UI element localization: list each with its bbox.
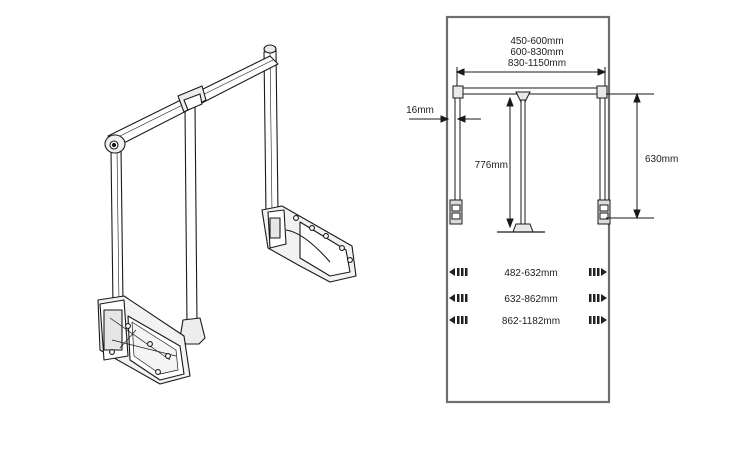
drop-length-label: 776mm xyxy=(475,160,508,171)
drop-rod xyxy=(179,105,206,345)
cabinet-outline xyxy=(445,15,611,404)
schematic-brackets xyxy=(449,199,611,225)
cabinet-width-row-2: 632-862mm xyxy=(449,294,607,305)
arrow-right-icon xyxy=(589,294,607,302)
hanging-rail xyxy=(107,55,279,147)
schematic-drop-rod xyxy=(497,99,545,233)
cabinet-width-label: 862-1182mm xyxy=(502,316,560,327)
bracket-height-dimension xyxy=(606,92,654,220)
left-arm xyxy=(110,147,124,307)
left-bracket xyxy=(97,295,191,385)
arrow-right-icon xyxy=(589,268,607,276)
width-option-1: 450-600mm xyxy=(510,36,563,47)
width-option-3: 830-1150mm xyxy=(508,58,566,69)
cabinet-width-row-3: 862-1182mm xyxy=(449,316,607,327)
side-gap-dimension xyxy=(409,115,481,123)
arrow-left-icon xyxy=(449,316,468,324)
arrow-left-icon xyxy=(449,294,468,302)
right-bracket xyxy=(261,205,357,283)
cabinet-width-label: 482-632mm xyxy=(504,268,557,279)
cabinet-width-row-1: 482-632mm xyxy=(449,268,607,279)
schematic-rail xyxy=(452,85,608,103)
drop-length-dimension xyxy=(506,96,514,229)
bracket-height-label: 630mm xyxy=(645,154,678,165)
arrow-left-icon xyxy=(449,268,468,276)
wardrobe-lift-illustration xyxy=(97,44,357,385)
side-gap-label: 16mm xyxy=(406,105,434,116)
dimension-schematic: 450-600mm 600-830mm 830-1150mm xyxy=(406,15,678,404)
width-option-2: 600-830mm xyxy=(510,47,563,58)
cabinet-width-label: 632-862mm xyxy=(504,294,557,305)
rail-end-cap xyxy=(104,134,126,154)
arrow-right-icon xyxy=(589,316,607,324)
